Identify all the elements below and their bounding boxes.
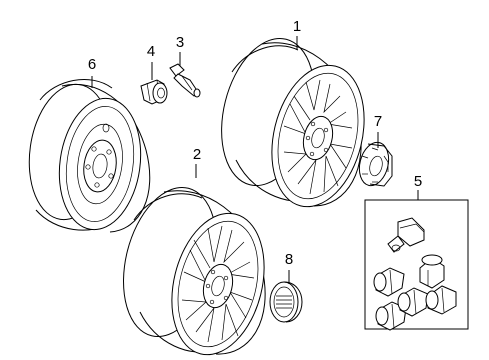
lock-key [387, 217, 425, 253]
callout-4: 4 [146, 43, 156, 60]
callout-2: 2 [192, 146, 202, 163]
lock-nut [419, 254, 445, 289]
center-cap-8 [269, 281, 303, 323]
callout-8: 8 [284, 251, 294, 268]
lock-nut [425, 285, 457, 315]
lock-nut [373, 267, 405, 297]
spare-wheel [28, 79, 151, 233]
valve-stem [169, 63, 201, 98]
wheel-lock-kit [364, 199, 469, 331]
lock-nut [397, 287, 429, 317]
lug-nut [140, 79, 168, 105]
alloy-wheel-2 [123, 186, 266, 356]
callout-3: 3 [175, 34, 185, 51]
callout-7: 7 [373, 113, 383, 130]
alloy-wheel-1 [221, 37, 365, 208]
center-cap-7 [358, 141, 393, 187]
callout-6: 6 [87, 56, 97, 73]
callout-5: 5 [413, 173, 423, 190]
callout-1: 1 [292, 18, 302, 35]
lock-nut [375, 301, 407, 331]
